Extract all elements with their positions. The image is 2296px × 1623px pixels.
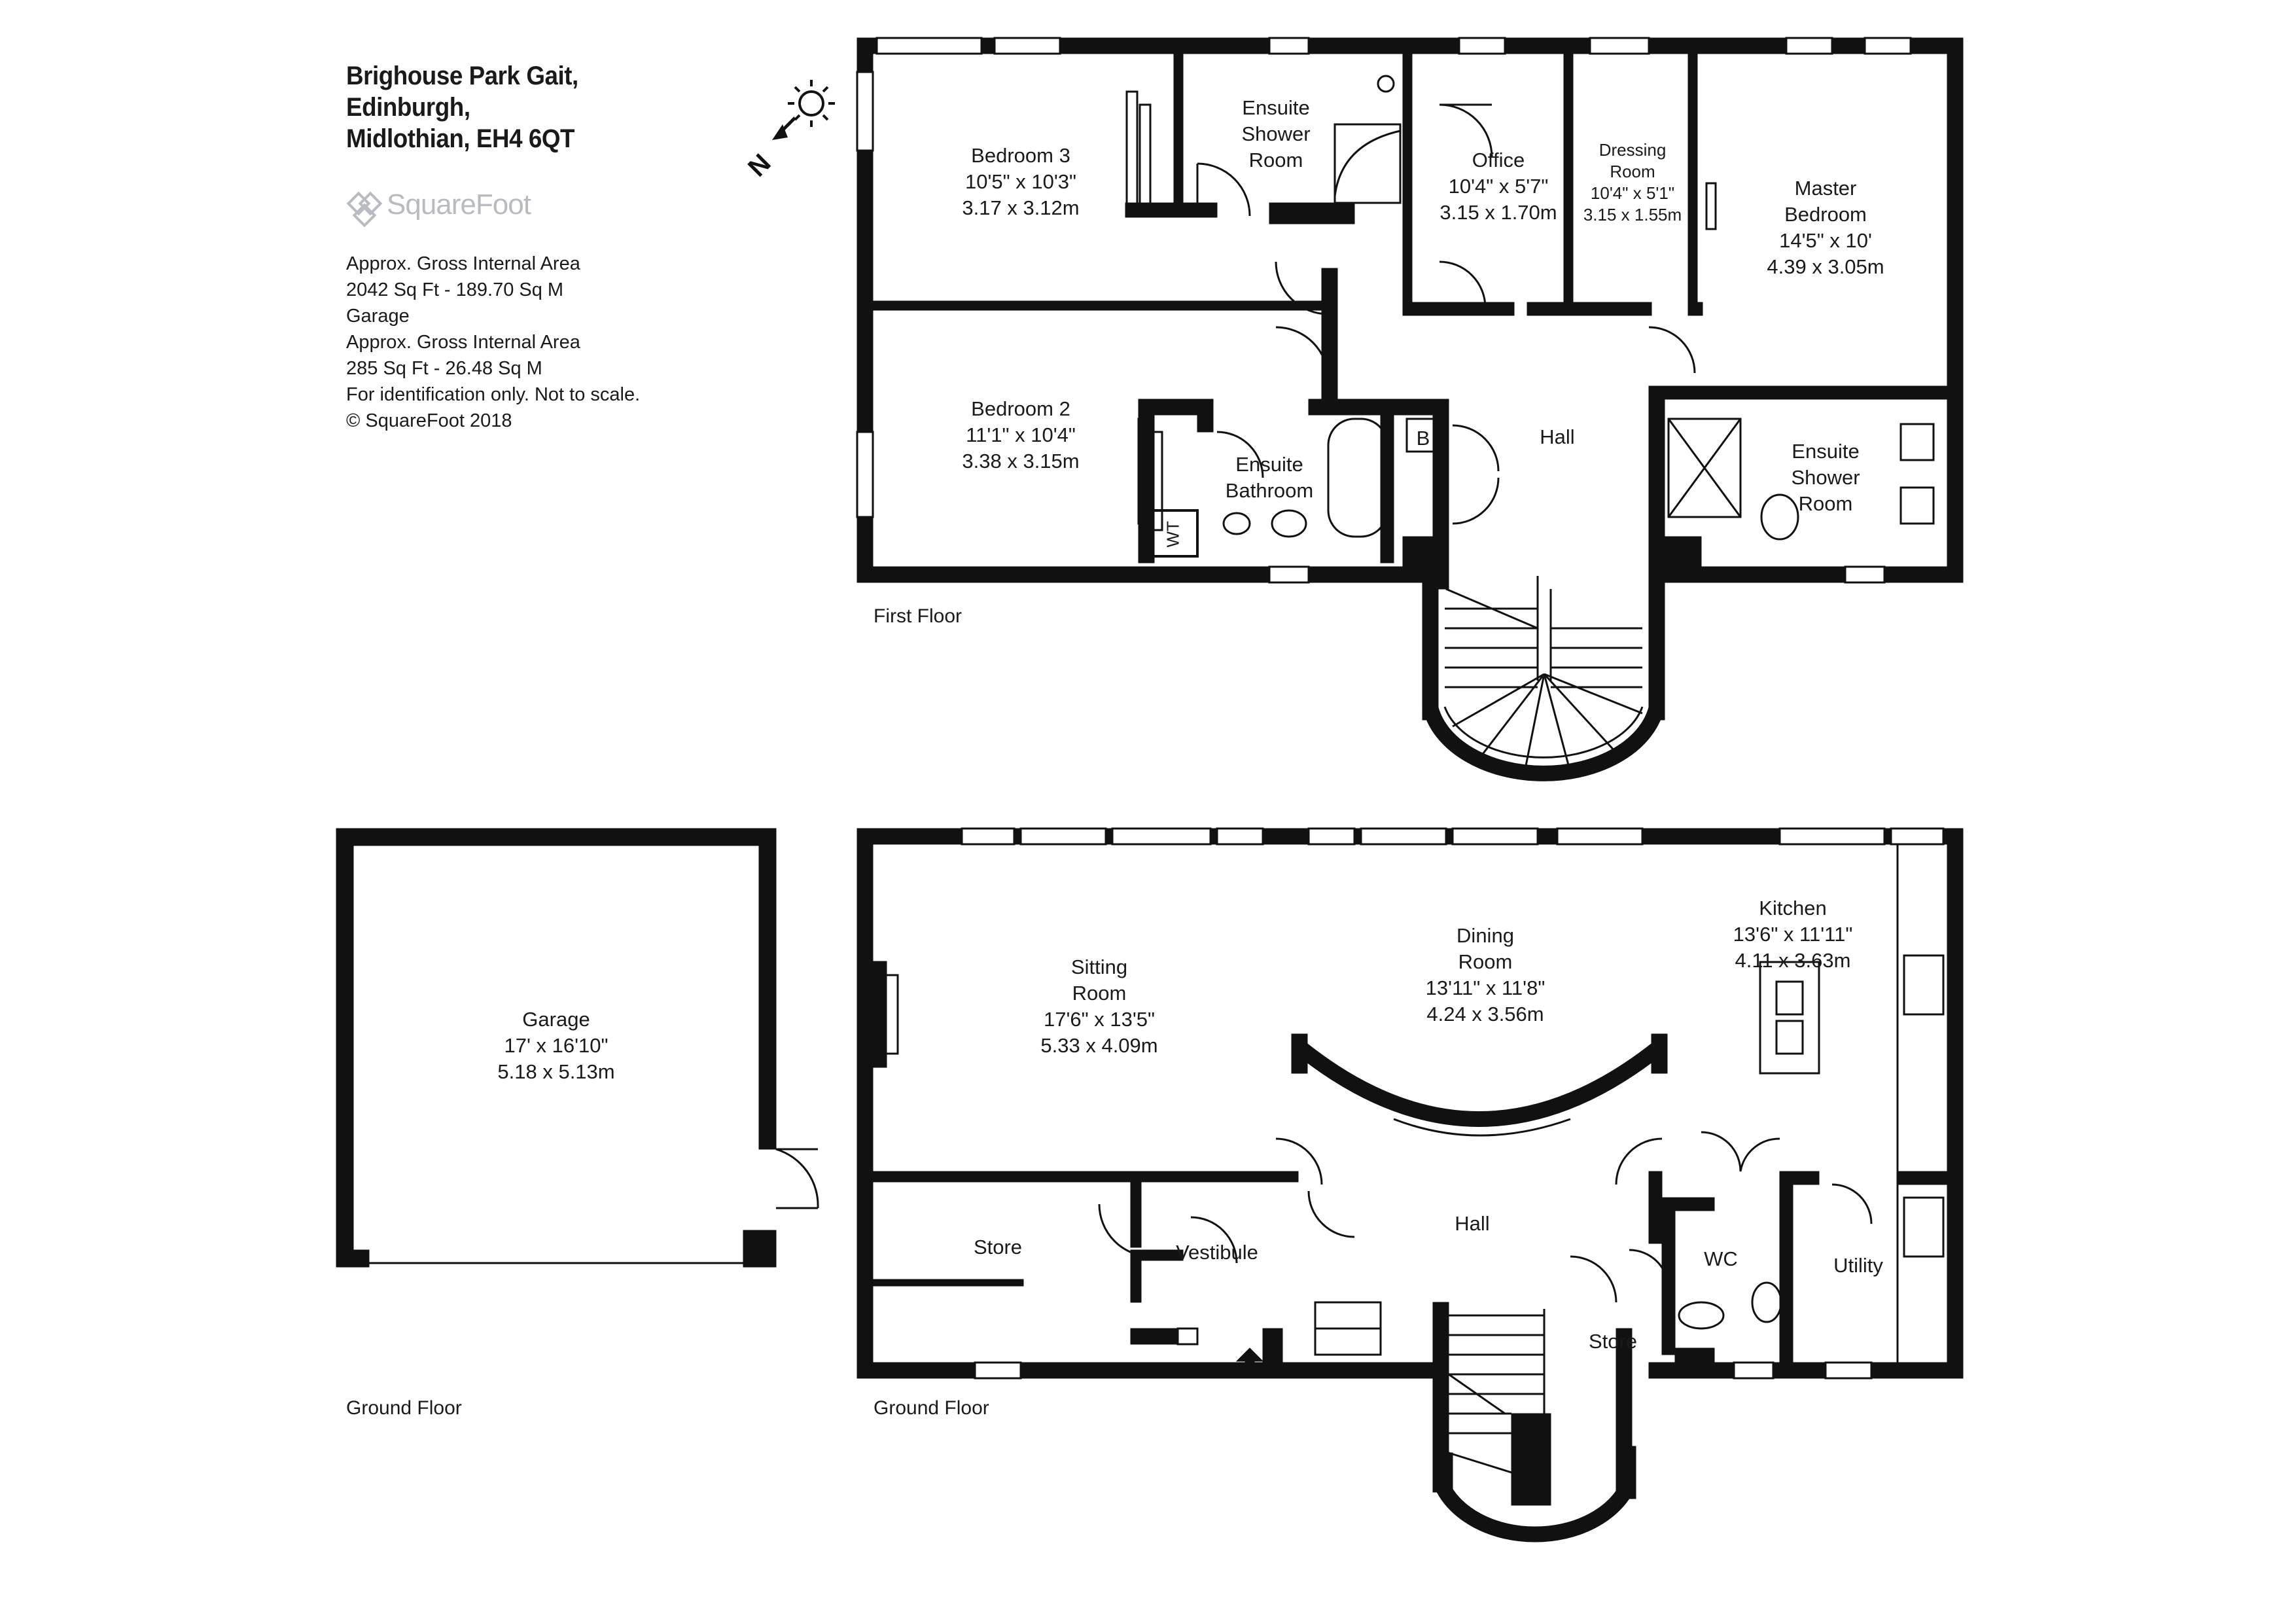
room-imperial: 11'1" x 10'4": [966, 423, 1076, 446]
room-sitting: Sitting Room 17'6" x 13'5" 5.33 x 4.09m: [1021, 954, 1178, 1059]
room-name: Kitchen: [1759, 897, 1827, 919]
room-name: Ensuite: [1235, 453, 1303, 476]
room-hall-first: Hall: [1540, 425, 1575, 448]
room-imperial: 13'6" x 11'11": [1733, 923, 1853, 946]
room-name: Dining: [1457, 924, 1514, 947]
ground-floor-fixtures: [872, 844, 1945, 1363]
first-floor-walls: [857, 37, 1964, 590]
area-info-line: Approx. Gross Internal Area: [346, 253, 580, 274]
room-metric: 3.15 x 1.70m: [1439, 201, 1557, 224]
squarefoot-logo-icon: [346, 191, 383, 228]
room-name: Shower: [1791, 466, 1860, 489]
ground-floor-stair-tower: [1435, 1309, 1635, 1543]
floor-label-ground-garage: Ground Floor: [346, 1397, 462, 1419]
area-info-line: Approx. Gross Internal Area: [346, 332, 580, 353]
room-imperial: 10'5" x 10'3": [964, 170, 1076, 193]
compass-arrow-head: [772, 124, 788, 140]
room-name: Room: [1248, 149, 1303, 171]
room-name: Room: [1458, 950, 1513, 973]
ground-floor-windows: [961, 827, 1945, 1380]
compass: N: [743, 80, 835, 183]
room-name: Room: [1798, 492, 1853, 515]
room-master-bedroom: Master Bedroom 14'5" x 10' 4.39 x 3.05m: [1754, 175, 1898, 280]
room-metric: 5.33 x 4.09m: [1040, 1034, 1158, 1057]
floor-label-first: First Floor: [874, 605, 962, 627]
room-office: Office 10'4" x 5'7" 3.15 x 1.70m: [1433, 147, 1564, 226]
room-garage: Garage 17' x 16'10" 5.18 x 5.13m: [478, 1007, 635, 1085]
room-name: Bedroom: [1784, 203, 1867, 226]
area-info-line: For identification only. Not to scale.: [346, 384, 641, 405]
area-info-line: 2042 Sq Ft - 189.70 Sq M: [346, 279, 564, 300]
room-name: Ensuite: [1242, 96, 1310, 119]
room-metric: 3.38 x 3.15m: [962, 450, 1080, 473]
room-name: Office: [1472, 149, 1525, 171]
garage-door: [775, 1148, 819, 1209]
north-letter: N: [743, 149, 777, 183]
room-imperial: 10'4" x 5'7": [1448, 175, 1549, 198]
first-floor-fixtures: [1125, 75, 1935, 541]
first-floor-doors: [1196, 103, 1696, 525]
room-imperial: 14'5" x 10': [1779, 229, 1872, 252]
room-name: Sitting: [1070, 955, 1128, 978]
area-info-line: © SquareFoot 2018: [346, 410, 512, 431]
room-bedroom-3: Bedroom 3 10'5" x 10'3" 3.17 x 3.12m: [942, 143, 1099, 221]
wt-cupboard-label: WT: [1163, 521, 1183, 548]
room-store-2: Store: [1588, 1330, 1638, 1353]
room-name: Ensuite: [1792, 440, 1860, 463]
boiler-label: B: [1416, 427, 1430, 450]
room-name: Room: [1610, 162, 1655, 181]
room-name: Garage: [522, 1008, 590, 1031]
room-store-1: Store: [973, 1236, 1023, 1258]
sun-icon: [788, 80, 835, 127]
room-hall-ground: Hall: [1455, 1212, 1490, 1235]
room-dressing: Dressing Room 10'4" x 5'1" 3.15 x 1.55m: [1574, 139, 1691, 226]
room-name: Shower: [1241, 122, 1311, 145]
address-line-3: Midlothian, EH4 6QT: [346, 124, 575, 153]
room-dining: Dining Room 13'11" x 11'8" 4.24 x 3.56m: [1400, 923, 1570, 1027]
area-info-line: 285 Sq Ft - 26.48 Sq M: [346, 358, 542, 379]
room-imperial: 10'4" x 5'1": [1590, 183, 1675, 203]
room-metric: 5.18 x 5.13m: [497, 1060, 615, 1083]
area-info: Approx. Gross Internal Area 2042 Sq Ft -…: [346, 251, 640, 434]
room-metric: 3.15 x 1.55m: [1583, 205, 1682, 224]
address-line-2: Edinburgh,: [346, 93, 470, 122]
brand-name: SquareFoot: [387, 188, 531, 221]
room-metric: 4.39 x 3.05m: [1767, 255, 1884, 278]
address-line-1: Brighouse Park Gait,: [346, 62, 578, 90]
entrance-arrow-icon: [1235, 1347, 1264, 1375]
room-name: Bathroom: [1225, 479, 1314, 502]
room-ensuite-bathroom: Ensuite Bathroom: [1217, 452, 1322, 504]
room-vestibule: Vestibule: [1176, 1241, 1258, 1264]
address-block: Brighouse Park Gait, Edinburgh, Midlothi…: [346, 60, 765, 154]
room-name: Master: [1794, 177, 1857, 200]
room-metric: 3.17 x 3.12m: [962, 196, 1080, 219]
room-name: Bedroom 3: [971, 144, 1070, 167]
room-utility: Utility: [1833, 1254, 1883, 1277]
garage-walls: [336, 828, 777, 1268]
room-ensuite-shower-1: Ensuite Shower Room: [1230, 95, 1322, 173]
room-name: Room: [1072, 982, 1127, 1005]
floor-label-ground-main: Ground Floor: [874, 1397, 989, 1419]
room-bedroom-2: Bedroom 2 11'1" x 10'4" 3.38 x 3.15m: [942, 396, 1099, 474]
room-kitchen: Kitchen 13'6" x 11'11" 4.11 x 3.63m: [1714, 895, 1871, 974]
room-name: Dressing: [1598, 140, 1667, 160]
area-info-line: Garage: [346, 306, 410, 327]
brand-logo: SquareFoot: [346, 182, 588, 234]
ground-floor-doors: [1098, 1131, 1873, 1303]
room-ensuite-shower-2: Ensuite Shower Room: [1773, 438, 1878, 517]
north-letter-text: N: [743, 149, 777, 183]
first-floor-stair-tower: [1422, 562, 1665, 781]
room-metric: 4.24 x 3.56m: [1426, 1003, 1544, 1026]
room-imperial: 17' x 16'10": [504, 1034, 609, 1057]
room-wc: WC: [1704, 1247, 1738, 1270]
room-imperial: 17'6" x 13'5": [1043, 1008, 1155, 1031]
room-imperial: 13'11" x 11'8": [1425, 976, 1545, 999]
first-floor-windows: [856, 37, 1912, 584]
room-metric: 4.11 x 3.63m: [1735, 949, 1851, 972]
room-name: Bedroom 2: [971, 397, 1070, 420]
